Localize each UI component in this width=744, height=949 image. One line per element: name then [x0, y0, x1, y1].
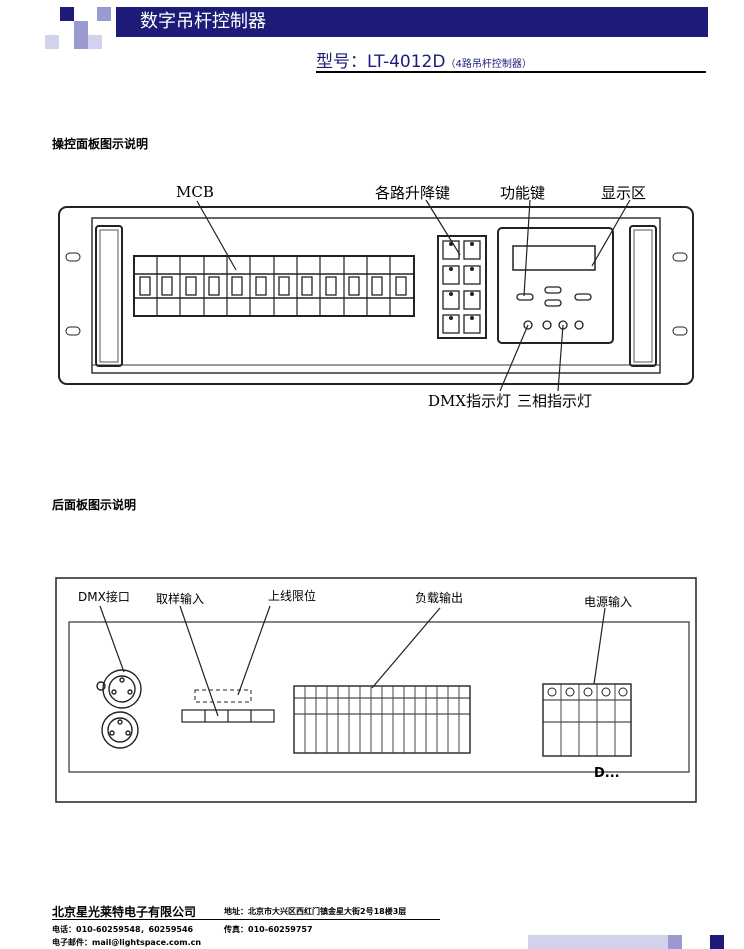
power-input-terminals: [542, 683, 632, 757]
label-dmx-led: DMX指示灯: [428, 392, 512, 410]
mount-hole: [65, 326, 81, 336]
footer-decor-square: [668, 935, 682, 949]
rear-corner-mark: D...: [594, 766, 620, 781]
footer-phone: 电话：010-60259548，60259546: [52, 925, 194, 934]
mcb-toggles: [139, 276, 407, 296]
dmx-connector-out: [101, 711, 139, 749]
channel-keys-block: [437, 235, 487, 339]
model-sub: （4路吊杆控制器）: [445, 59, 532, 70]
pointer-dmx: [99, 605, 125, 673]
label-load: 负载输出: [415, 591, 464, 605]
pointer-sample: [179, 605, 219, 717]
rear-section-title: 后面板图示说明: [52, 498, 137, 512]
front-panel-inner: [91, 217, 661, 374]
header-decor-square: [88, 35, 102, 49]
front-section-title: 操控面板图示说明: [52, 137, 149, 151]
pointer-dmx-led: [499, 324, 529, 392]
header-decor-square: [74, 35, 88, 49]
pointer-mcb: [196, 200, 237, 271]
model-number: 型号：LT-4012D（4路吊杆控制器）: [316, 47, 532, 72]
handle-right: [629, 225, 657, 367]
mount-hole: [672, 252, 688, 262]
model-underline: [316, 71, 706, 73]
label-phase-led: 三相指示灯: [517, 392, 593, 410]
model-main: 型号：LT-4012D: [316, 52, 446, 72]
limit-terminal: [194, 689, 252, 703]
control-module: [497, 227, 614, 344]
pointer-load: [371, 607, 441, 689]
power-terminal-screws: [547, 687, 628, 697]
pointer-keys: [425, 199, 461, 256]
label-power: 电源输入: [584, 595, 633, 609]
mcb-dividers: [156, 256, 391, 316]
label-sample: 取样输入: [156, 592, 205, 606]
header-decor-square: [45, 35, 59, 49]
label-mcb: MCB: [176, 183, 214, 201]
label-keys: 各路升降键: [375, 184, 451, 202]
header-decor-square: [60, 7, 74, 21]
header-bar: [116, 7, 708, 37]
pointer-func: [523, 199, 531, 297]
front-panel-frame: [58, 206, 694, 385]
mount-hole: [672, 326, 688, 336]
channel-key-dots: [449, 242, 474, 320]
footer-divider: [52, 919, 440, 920]
page-title: 数字吊杆控制器: [140, 11, 266, 32]
channel-keys: [442, 240, 481, 334]
footer-address: 地址：北京市大兴区西红门镇金星大街2号18楼3层: [224, 907, 407, 916]
rear-panel-inner: [68, 621, 690, 773]
label-display: 显示区: [601, 184, 647, 202]
footer-email: 电子邮件：mail@lightspace.com.cn: [52, 938, 202, 947]
mount-hole: [65, 252, 81, 262]
dmx-connector-in: [96, 669, 142, 709]
pointer-power: [593, 607, 606, 685]
pointer-limit: [237, 605, 271, 696]
header-decor-square: [97, 7, 111, 21]
handle-left: [95, 225, 123, 367]
rear-panel-frame: [55, 577, 697, 803]
function-keys: [516, 286, 592, 307]
pointer-phase-led: [557, 324, 564, 392]
label-func: 功能键: [500, 184, 546, 202]
lcd-display: [512, 245, 596, 271]
footer-company: 北京星光莱特电子有限公司: [52, 905, 197, 919]
footer-fax: 传真：010-60259757: [224, 925, 313, 934]
header-decor-square: [74, 21, 88, 35]
power-terminal-dividers: [560, 684, 616, 756]
footer-decor-bar: [528, 935, 668, 949]
load-terminal-dividers: [304, 686, 460, 753]
sample-terminal: [181, 709, 275, 723]
indicator-leds: [523, 320, 584, 330]
footer-decor-square: [710, 935, 724, 949]
label-limit: 上线限位: [268, 589, 317, 603]
label-dmx: DMX接口: [78, 590, 130, 604]
pointer-display: [591, 199, 631, 267]
